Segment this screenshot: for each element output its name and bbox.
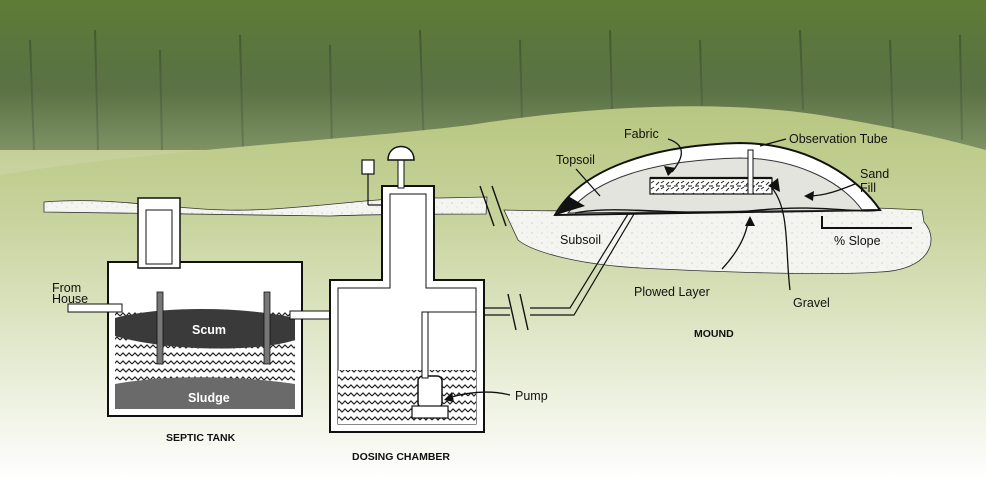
sand-fill-label-line1: Sand	[860, 167, 889, 181]
septic-tank-label: SEPTIC TANK	[166, 432, 236, 444]
sludge-layer	[115, 377, 295, 409]
mound-label: MOUND	[694, 328, 734, 340]
break-marks	[479, 185, 529, 331]
mound	[553, 141, 882, 217]
topsoil-label: Topsoil	[556, 153, 595, 167]
vent-pipe	[397, 159, 405, 189]
dosing-chamber	[329, 145, 485, 433]
inlet-baffle	[156, 291, 164, 365]
pump-body	[417, 375, 443, 409]
outlet-baffle	[263, 291, 271, 365]
gravel-label: Gravel	[793, 296, 830, 310]
subsoil-label: Subsoil	[560, 233, 601, 247]
observation-tube-label: Observation Tube	[789, 132, 888, 146]
alarm-box	[361, 159, 375, 175]
septic-tank	[67, 197, 346, 417]
plowed-layer-line	[574, 207, 881, 214]
fabric-label: Fabric	[624, 127, 659, 141]
dosing-chamber-label: DOSING CHAMBER	[352, 451, 450, 463]
slope-label: % Slope	[834, 234, 881, 248]
sand-fill-label-line2: Fill	[860, 181, 876, 195]
pump-label: Pump	[515, 389, 548, 403]
from-house-label-line2: House	[52, 292, 88, 306]
arrow-heads	[444, 166, 814, 402]
labels: From House Scum Sludge SEPTIC TANK DOSIN…	[52, 127, 889, 463]
scum-label: Scum	[192, 323, 226, 337]
sludge-label: Sludge	[188, 391, 230, 405]
dosing-liquid	[338, 370, 476, 424]
vent-cap	[387, 145, 415, 161]
pump-riser-pipe	[421, 311, 429, 379]
observation-tube	[747, 149, 754, 195]
pump-base	[411, 405, 449, 419]
plowed-layer-label: Plowed Layer	[634, 285, 710, 299]
force-main	[484, 213, 635, 316]
inlet-pipe	[67, 303, 123, 313]
slope-indicator	[821, 216, 912, 229]
from-house-label-line1: From	[52, 281, 81, 295]
